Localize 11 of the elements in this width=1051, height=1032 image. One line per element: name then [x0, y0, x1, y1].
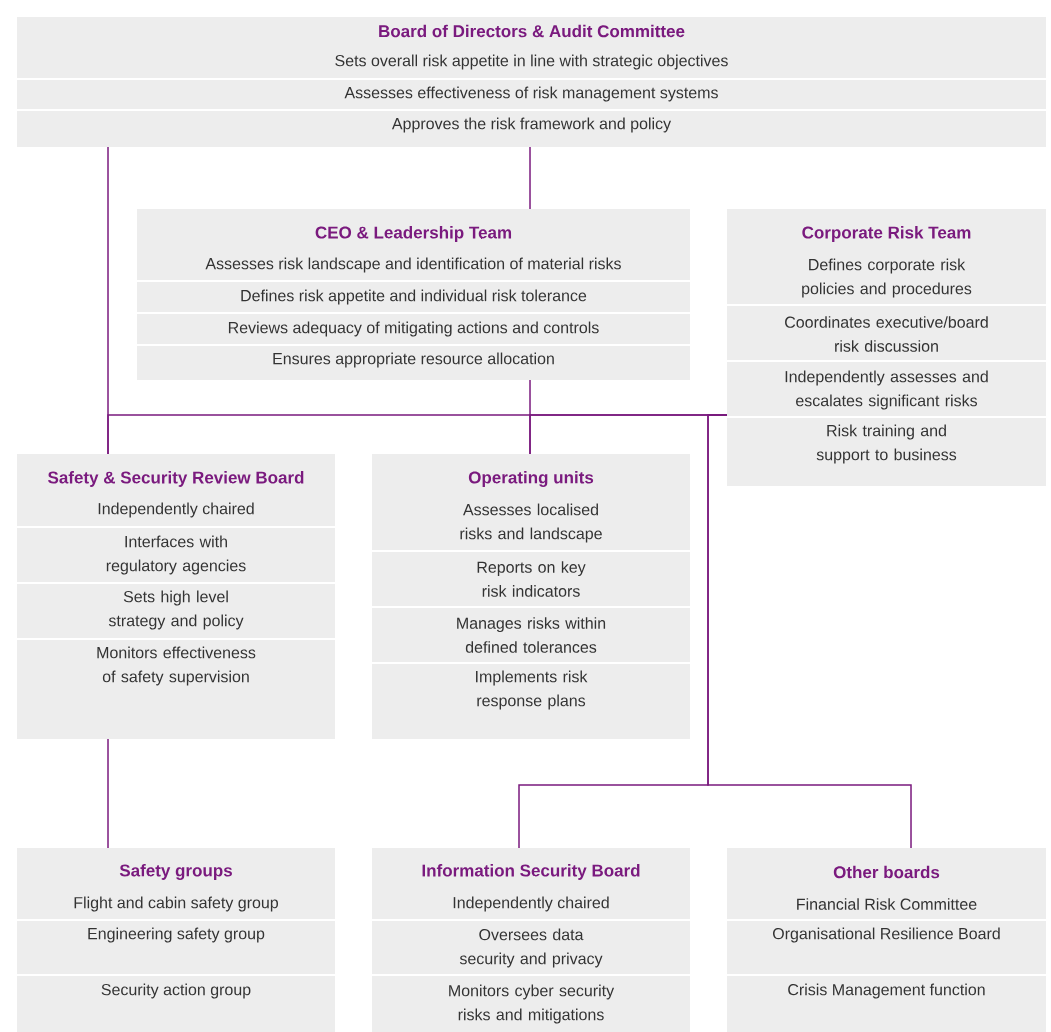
org-box: Information Security Board Independently chaired Oversees data security and privacy Monitors cyber security risks and mitigations — [371, 848, 691, 1032]
connector-line — [529, 146, 531, 210]
connector-line — [707, 414, 912, 849]
org-box: Safety & Security Review Board Independently chaired Interfaces with regulatory agencies Sets high level strategy and policy Monitors effectiveness of safety supervision — [16, 454, 336, 739]
org-box: CEO & Leadership Team Assesses risk landscape and identification of material risks Defines risk appetite and individual risk tolerance Reviews adequacy of mitigating actions and controls Ensures appropriate resource allocation — [136, 209, 691, 380]
org-box: Operating units Assesses localised risks and landscape Reports on key risk indicators Manages risks within defined tolerances Implements risk response plans — [371, 454, 691, 739]
org-box: Other boards Financial Risk Committee Organisational Resilience Board Crisis Management function — [726, 848, 1047, 1032]
org-box: Corporate Risk Team Defines corporate risk policies and procedures Coordinates executive/board risk discussion Independently assesses and escalates significant risks Risk training and support to business — [726, 209, 1047, 486]
org-box: Board of Directors & Audit Committee Sets overall risk appetite in line with strategic objectives Assesses effectiveness of risk management systems Approves the risk framework and policy — [16, 17, 1047, 147]
org-box: Safety groups Flight and cabin safety group Engineering safety group Security action group — [16, 848, 336, 1032]
connector-line — [107, 738, 109, 849]
